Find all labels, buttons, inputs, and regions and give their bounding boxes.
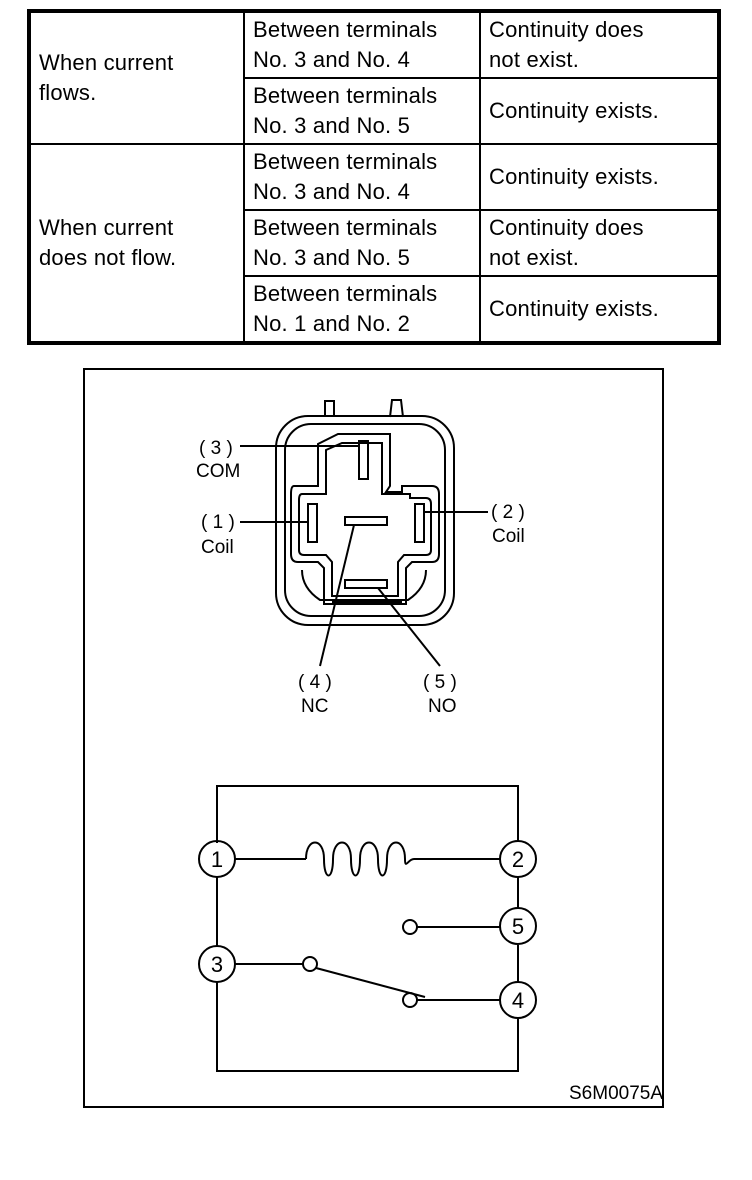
connector-cavity — [290, 433, 440, 605]
condition-cell-current-not-flow: When current does not flow. — [28, 143, 245, 344]
wire-bottom-frame — [216, 982, 519, 1072]
node-1-label: 1 — [211, 847, 223, 872]
relay-connector-housing — [275, 399, 455, 626]
label-terminal-2-number: ( 2 ) — [491, 502, 525, 523]
connector-outer-shell — [275, 415, 455, 626]
pin-3 — [358, 440, 369, 480]
label-terminal-5-number: ( 5 ) — [423, 672, 457, 693]
label-terminal-2-name: Coil — [492, 526, 525, 547]
figure-code: S6M0075A — [569, 1083, 663, 1104]
node-3-label: 3 — [211, 952, 223, 977]
connector-lower-band — [301, 569, 427, 601]
label-terminal-1-name: Coil — [201, 537, 234, 558]
node-2 — [499, 840, 537, 878]
leader-line-4 — [319, 524, 355, 667]
terminals-cell: Between terminals No. 3 and No. 4 — [243, 143, 481, 211]
no-contact — [402, 919, 418, 935]
node-4-label: 4 — [512, 988, 524, 1013]
latch-tab-left — [324, 400, 335, 417]
terminals-cell: Between terminals No. 1 and No. 2 — [243, 275, 481, 344]
pin-2 — [414, 503, 425, 543]
label-terminal-3-name: COM — [196, 461, 240, 482]
label-terminal-4-number: ( 4 ) — [298, 672, 332, 693]
table-row: When current flows. Between terminals No… — [28, 10, 720, 145]
relay-figure: ( 3 ) COM ( 1 ) Coil ( 2 ) Coil ( 4 ) NC… — [83, 368, 664, 1108]
label-terminal-5-name: NO — [428, 696, 457, 717]
nc-contact — [402, 992, 418, 1008]
terminals-cell: Between terminals No. 3 and No. 4 — [243, 10, 481, 79]
wire-top-frame — [216, 785, 519, 843]
node-5 — [499, 907, 537, 945]
table-row: Between terminals No. 3 and No. 5 Contin… — [29, 209, 720, 277]
connector-inner-shell — [284, 423, 446, 617]
condition-cell-current-flows: When current flows. — [28, 10, 245, 145]
result-cell: Continuity exists. — [479, 275, 720, 344]
table-row: Between terminals No. 3 and No. 5 Contin… — [29, 77, 720, 145]
leader-line-5 — [377, 587, 441, 667]
label-terminal-3-number: ( 3 ) — [199, 438, 233, 459]
latch-tab-right — [389, 399, 404, 418]
continuity-table: When current flows. Between terminals No… — [27, 9, 721, 345]
node-4 — [499, 981, 537, 1019]
pin-5 — [344, 579, 388, 589]
label-terminal-4-name: NC — [301, 696, 328, 717]
label-terminal-1-number: ( 1 ) — [201, 512, 235, 533]
switch-pivot-contact — [302, 956, 318, 972]
result-cell: Continuity exists. — [479, 143, 720, 211]
node-5-label: 5 — [512, 914, 524, 939]
pin-4 — [344, 516, 388, 526]
relay-schematic — [198, 785, 537, 1072]
node-1 — [198, 840, 236, 878]
table-row: When current does not flow. Between term… — [28, 143, 720, 344]
pin-1 — [307, 503, 318, 543]
terminals-cell: Between terminals No. 3 and No. 5 — [243, 77, 481, 145]
node-3 — [198, 945, 236, 983]
switch-arm — [315, 967, 426, 998]
table-row: Between terminals No. 1 and No. 2 Contin… — [29, 275, 720, 344]
result-cell: Continuity does not exist. — [479, 209, 720, 277]
connector-cavity-inner — [298, 442, 432, 597]
result-cell: Continuity exists. — [479, 77, 720, 145]
result-cell: Continuity does not exist. — [479, 10, 720, 79]
node-2-label: 2 — [512, 847, 524, 872]
coil-icon — [305, 841, 415, 877]
terminals-cell: Between terminals No. 3 and No. 5 — [243, 209, 481, 277]
